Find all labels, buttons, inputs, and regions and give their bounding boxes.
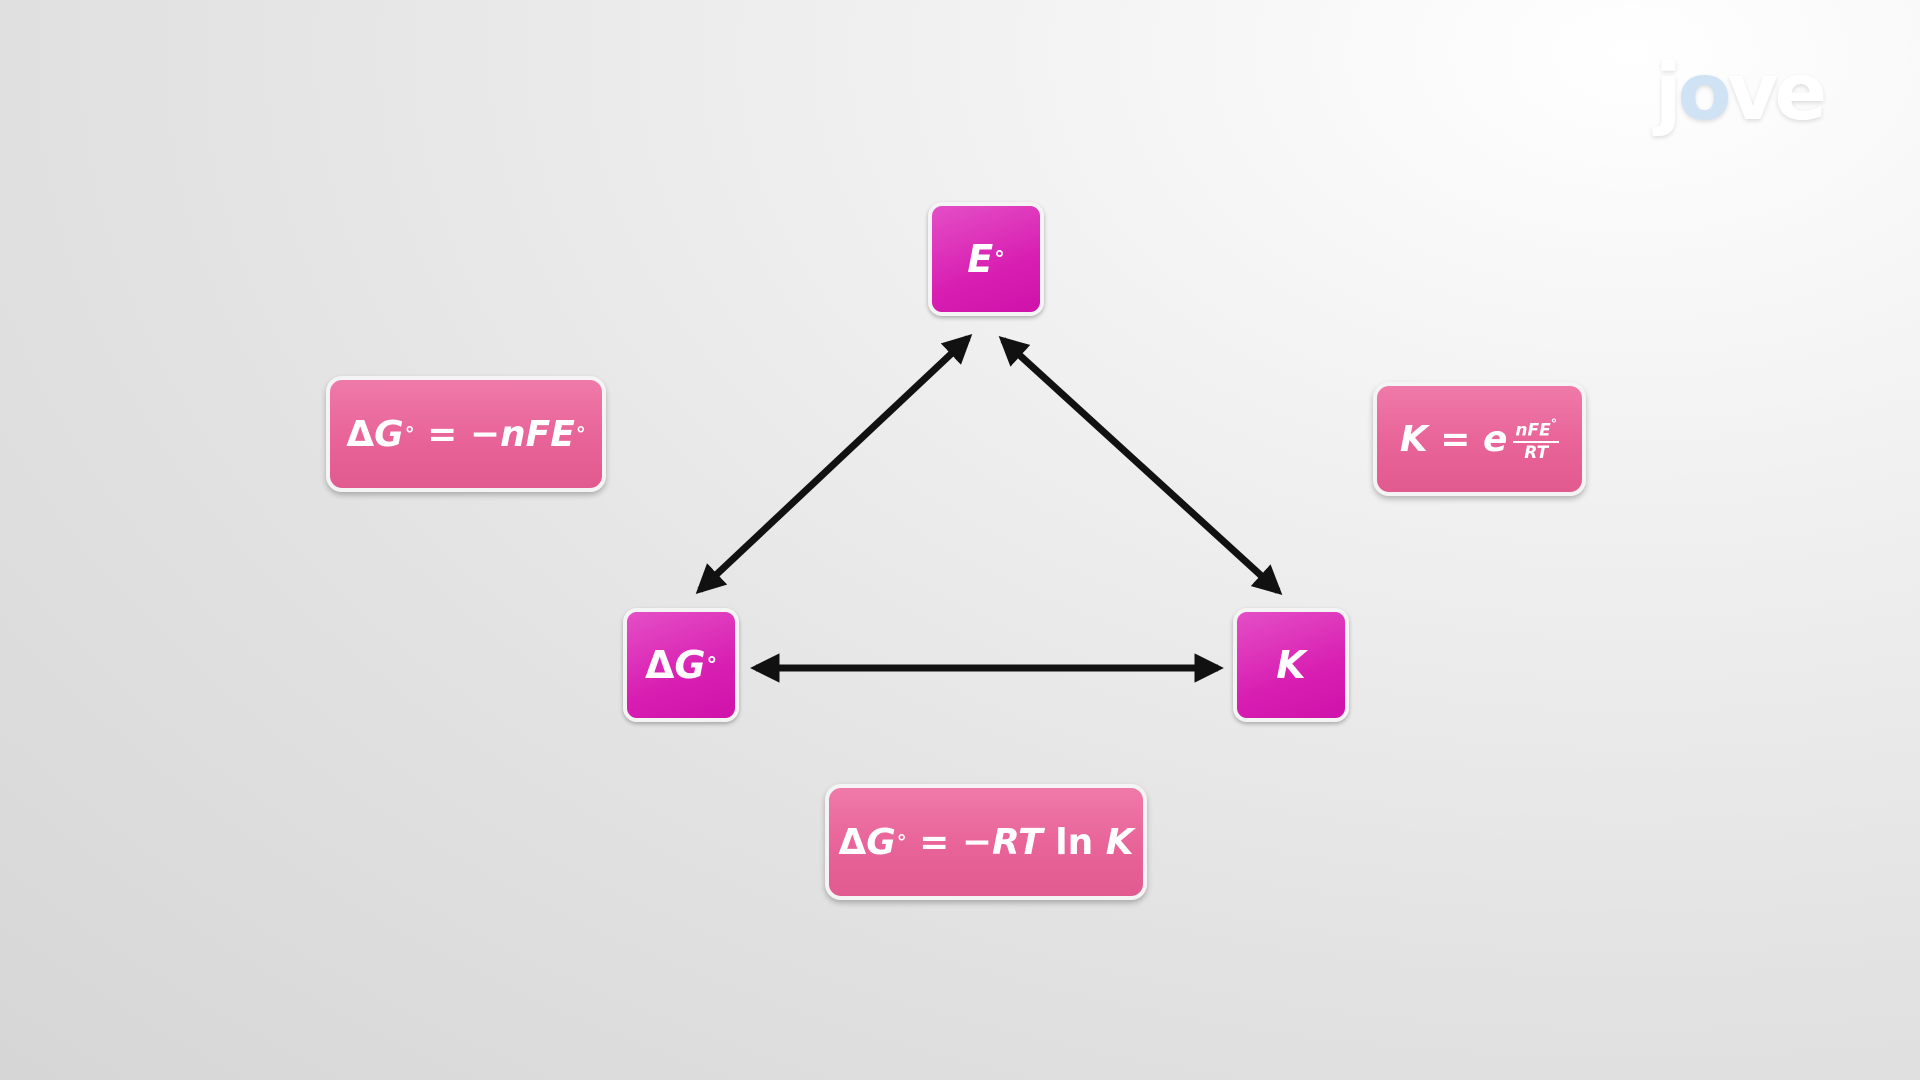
formula2-numerator: nFE° (1513, 416, 1560, 443)
node-e-standard-potential: E° (928, 202, 1044, 316)
node-e-degree: ° (994, 247, 1005, 271)
formula1-delta: Δ (346, 413, 375, 455)
node-g-degree: ° (706, 653, 718, 677)
formula3-rt: RT (992, 821, 1043, 863)
formula2-numerator-degree: ° (1550, 417, 1558, 433)
formula3-ln: ln (1042, 821, 1106, 863)
node-g-symbol: G (674, 643, 706, 687)
logo-letter-o: o (1677, 48, 1732, 138)
formula2-exponent-fraction: nFE°RT (1513, 416, 1560, 463)
formula1-degree: ° (404, 422, 415, 446)
formula3-equals: = − (906, 821, 993, 863)
formula2-numerator-text: nFE (1515, 420, 1551, 441)
node-e-symbol: E (967, 237, 994, 281)
arrow-e-to-g (695, 333, 973, 595)
logo-letters-ve: ve (1727, 48, 1827, 138)
formula2-equals: = (1427, 418, 1483, 460)
node-k-symbol: K (1276, 643, 1306, 687)
jove-logo: jove (1655, 48, 1830, 148)
formula3-degree: ° (896, 830, 907, 854)
formula2-e: e (1483, 418, 1508, 460)
formula1-g: G (374, 413, 404, 455)
formula3-k: K (1105, 821, 1134, 863)
formula1-equals: = − (414, 413, 501, 455)
formula1-degree-2: ° (575, 422, 586, 446)
logo-letter-j: j (1655, 48, 1682, 138)
formula2-denominator: RT (1524, 442, 1549, 463)
formula3-delta: Δ (838, 821, 867, 863)
formula1-nfe: nFE (500, 413, 575, 455)
arrow-e-to-k (998, 336, 1283, 595)
node-k-equilibrium: K (1233, 608, 1349, 722)
formula2-k: K (1399, 418, 1428, 460)
formula3-g: G (866, 821, 896, 863)
node-g-delta: Δ (644, 643, 675, 687)
